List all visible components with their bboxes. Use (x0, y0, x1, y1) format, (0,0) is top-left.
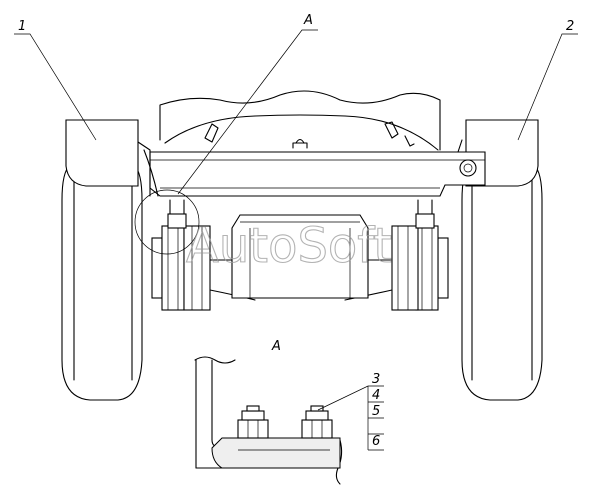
view-a-marker (134, 29, 318, 255)
view-a-label: A (303, 13, 313, 28)
leader-line-1 (14, 33, 97, 141)
callout-6: 6 (372, 434, 380, 449)
cab-body (159, 90, 441, 151)
detail-view-title: A (271, 339, 281, 354)
frame-beam (137, 139, 486, 197)
callout-5: 5 (372, 404, 380, 419)
callout-2: 2 (566, 19, 574, 34)
left-wheel (61, 119, 143, 401)
axle-assembly (151, 199, 449, 311)
leader-line-2 (517, 33, 578, 141)
callout-4: 4 (372, 388, 380, 403)
detail-view-a (194, 356, 384, 485)
callout-3: 3 (372, 372, 380, 387)
callout-1: 1 (18, 19, 26, 34)
watermark-logo: AutoSoft (186, 218, 392, 274)
